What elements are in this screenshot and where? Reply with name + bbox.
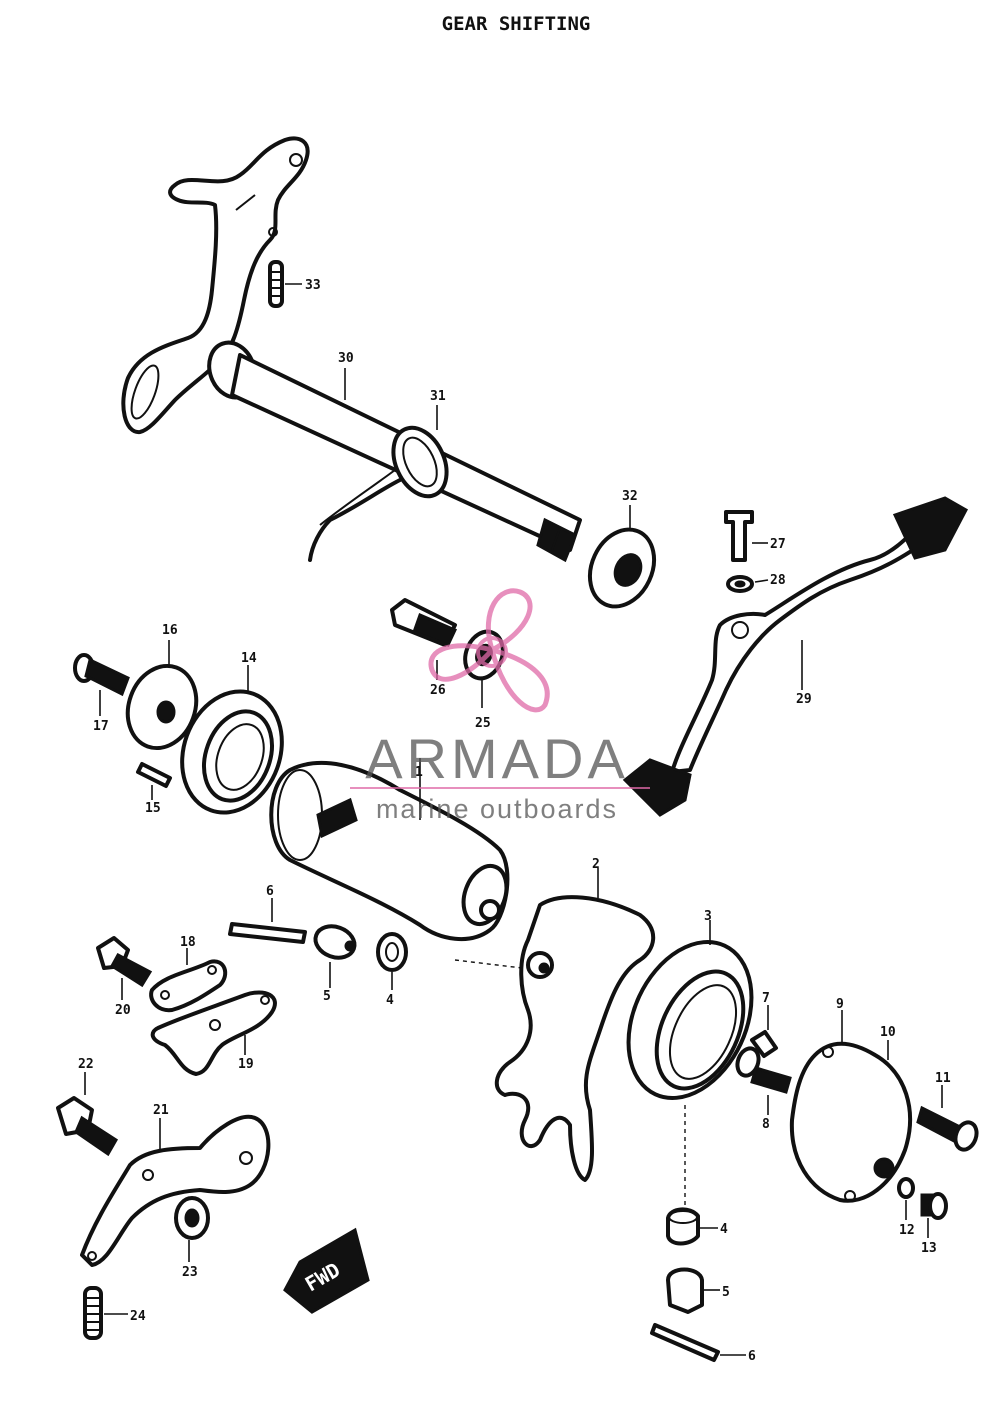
callout-21: 21	[153, 1103, 169, 1118]
callout-19: 19	[238, 1057, 254, 1072]
bolt-17	[73, 653, 130, 697]
callout-33: 33	[305, 278, 321, 293]
callout-10: 10	[880, 1025, 896, 1040]
bolt-27	[724, 510, 754, 562]
callout-4b: 4	[720, 1222, 728, 1237]
spring-24	[83, 1286, 103, 1340]
shift-switch-26	[390, 598, 458, 647]
callout-5b: 5	[722, 1285, 730, 1300]
callout-11: 11	[935, 1071, 951, 1086]
callout-13: 13	[921, 1241, 937, 1256]
watermark-brand: ARMADA	[365, 727, 629, 790]
callout-5a: 5	[323, 989, 331, 1004]
callout-16: 16	[162, 623, 178, 638]
callout-12: 12	[899, 1223, 915, 1238]
callout-7: 7	[762, 991, 770, 1006]
callout-1: 1	[415, 765, 423, 780]
callout-8: 8	[762, 1117, 770, 1132]
pin-5-lower	[666, 1267, 704, 1314]
pin-7	[750, 1030, 778, 1058]
plate-16	[125, 663, 199, 751]
callout-4a: 4	[386, 993, 394, 1008]
pin-5-upper	[313, 924, 357, 960]
callout-24: 24	[130, 1309, 146, 1324]
plate-18	[149, 959, 228, 1013]
callout-26: 26	[430, 683, 446, 698]
bearing-14	[180, 689, 284, 815]
callout-25: 25	[475, 716, 491, 731]
washer-12	[897, 1177, 915, 1199]
callout-20: 20	[115, 1003, 131, 1018]
callout-23: 23	[182, 1265, 198, 1280]
propeller-logo-icon	[428, 588, 550, 713]
washer-28	[726, 575, 754, 593]
diagram-title: GEAR SHIFTING	[442, 13, 591, 35]
return-spring-31	[308, 425, 449, 562]
callout-3: 3	[704, 909, 712, 924]
pin-6-upper	[228, 922, 307, 944]
callout-28: 28	[770, 573, 786, 588]
cap-4-lower	[666, 1207, 700, 1246]
callout-2: 2	[592, 857, 600, 872]
callout-9: 9	[836, 997, 844, 1012]
screw-13	[920, 1192, 948, 1220]
watermark-tagline: marine outboards	[376, 794, 618, 824]
callout-29: 29	[796, 692, 812, 707]
arm-21	[80, 1114, 271, 1267]
gear-shift-cam-1	[269, 760, 510, 942]
callout-27: 27	[770, 537, 786, 552]
oil-seal-32	[587, 527, 657, 609]
pin-6-lower	[650, 1323, 720, 1362]
cover-9	[789, 1041, 913, 1203]
pin-15	[136, 762, 172, 788]
fwd-direction-marker: FWD	[283, 1227, 370, 1314]
callout-6a: 6	[266, 884, 274, 899]
screw-8	[735, 1046, 792, 1094]
callout-14: 14	[241, 651, 257, 666]
spring-33	[268, 260, 302, 308]
callout-18: 18	[180, 935, 196, 950]
plate-19	[150, 990, 277, 1076]
gear-shift-pedal-29	[622, 496, 969, 817]
callout-22: 22	[78, 1057, 94, 1072]
shift-cam-3	[626, 940, 754, 1100]
bolt-20	[96, 936, 153, 988]
washer-23	[174, 1196, 210, 1240]
callout-31: 31	[430, 389, 446, 404]
bolt-11	[916, 1105, 979, 1152]
callout-6b: 6	[748, 1349, 756, 1364]
callout-15: 15	[145, 801, 161, 816]
bolt-22	[56, 1096, 119, 1157]
shift-fork-2	[494, 895, 656, 1182]
callout-30: 30	[338, 351, 354, 366]
callout-17: 17	[93, 719, 109, 734]
shift-shaft-30	[207, 340, 582, 563]
cap-4-upper	[376, 932, 408, 972]
armada-watermark: ARMADA marine outboards	[350, 588, 650, 824]
shift-lever-arm	[121, 136, 310, 434]
callout-32: 32	[622, 489, 638, 504]
